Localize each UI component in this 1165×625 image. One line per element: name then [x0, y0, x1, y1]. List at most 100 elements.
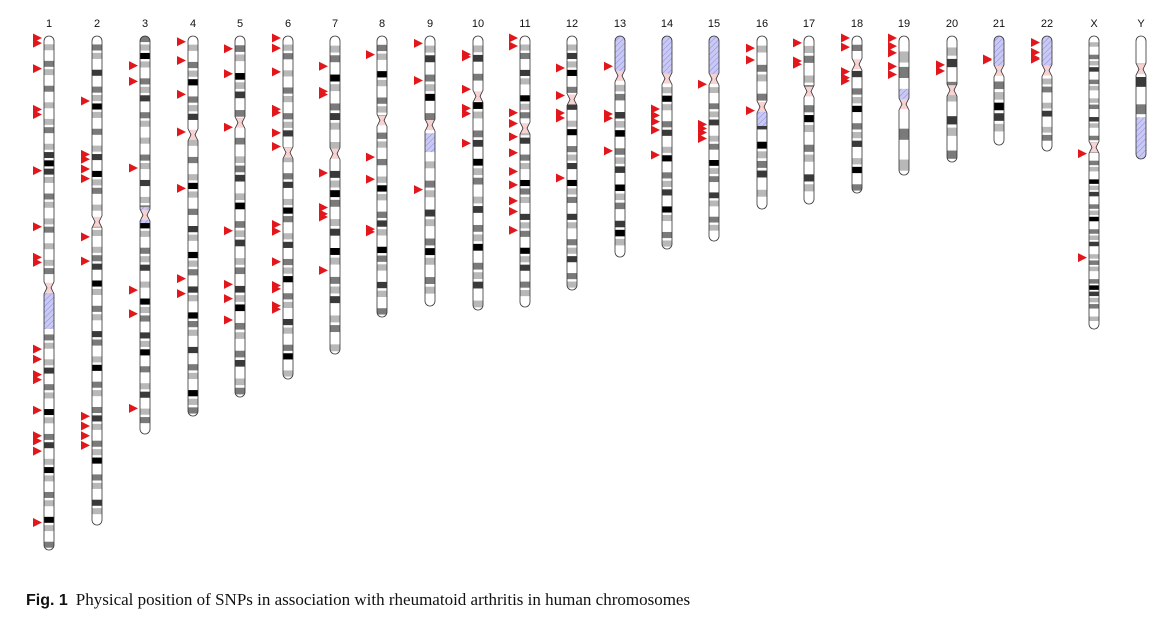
chromosome-6 [283, 36, 293, 379]
chromosome-band [473, 168, 483, 176]
chromosome-band [994, 81, 1004, 90]
chromosome-band [994, 113, 1004, 121]
centromere [994, 65, 1004, 76]
heterochromatin-region [899, 88, 909, 109]
chromosome-band [188, 234, 198, 241]
snp-marker [224, 315, 233, 325]
chromosome-band [662, 155, 672, 162]
chromosome-band [188, 407, 198, 414]
chromosome-band [188, 251, 198, 259]
snp-marker [462, 84, 471, 94]
chromosome-band [425, 209, 435, 217]
chromosome-band [425, 238, 435, 246]
chromosome-outline-8 [376, 35, 388, 318]
chromosome-body [1136, 36, 1146, 159]
chromosome-band [235, 258, 245, 265]
chromosome-band [235, 350, 245, 358]
chromosome-band [520, 230, 530, 237]
chromosome-band [662, 95, 672, 102]
chromosome-band [92, 111, 102, 118]
chromosome-band [852, 184, 862, 191]
chromosome-body [852, 36, 862, 193]
snp-marker [81, 256, 90, 266]
chromosome-band [283, 216, 293, 223]
chromosome-outline-y [1135, 35, 1147, 160]
chromosome-band [92, 305, 102, 312]
snp-marker [272, 33, 281, 43]
chromosome-band [473, 224, 483, 232]
chromosome-label-18: 18 [851, 18, 863, 30]
chromosome-label-14: 14 [661, 18, 673, 30]
chromosome-band [283, 53, 293, 60]
chromosome-band [330, 142, 340, 149]
snp-marker [33, 222, 42, 232]
chromosome-band [235, 174, 245, 182]
chromosome-band [283, 353, 293, 360]
snp-marker [272, 128, 281, 138]
chromosome-band [92, 154, 102, 161]
centromere [947, 85, 957, 96]
chromosome-band [994, 102, 1004, 111]
snp-marker [33, 38, 42, 48]
chromosome-band [709, 119, 719, 126]
chromosome-band [283, 113, 293, 120]
snp-marker [129, 163, 138, 173]
chromosome-band [283, 258, 293, 266]
chromosome-band [235, 91, 245, 99]
chromosome-band [235, 45, 245, 52]
chromosome-band [377, 185, 387, 192]
chromosome-outline-10 [472, 35, 484, 311]
chromosome-band [188, 321, 198, 328]
snp-marker [129, 309, 138, 319]
chromosome-8 [377, 36, 387, 317]
chromosome-band [283, 344, 293, 351]
snp-marker [224, 226, 233, 236]
chromosome-band [235, 387, 245, 395]
snp-marker [81, 154, 90, 164]
chromosome-band [92, 187, 102, 194]
chromosome-band [709, 216, 719, 223]
chromosome-band [425, 161, 435, 169]
chromosome-15 [709, 36, 719, 241]
chromosome-band [709, 200, 719, 207]
chromosome-band [473, 206, 483, 213]
centromere [567, 94, 577, 105]
chromosome-band [140, 52, 150, 60]
chromosome-band [92, 314, 102, 321]
chromosome-band [425, 84, 435, 92]
snp-marker [33, 405, 42, 415]
chromosome-band [140, 179, 150, 187]
chromosome-band [899, 66, 909, 79]
chromosome-band [615, 112, 625, 119]
chromosome-label-7: 7 [332, 18, 338, 30]
chromosome-band [283, 207, 293, 214]
snp-marker [509, 196, 518, 206]
chromosome-band [44, 433, 54, 440]
chromosome-16 [757, 36, 767, 209]
chromosome-band [1089, 60, 1099, 66]
snp-marker [509, 132, 518, 142]
chromosome-body [425, 36, 435, 306]
chromosome-band [44, 118, 54, 125]
snp-marker [81, 174, 90, 184]
chromosome-band [377, 44, 387, 52]
chromosome-label-5: 5 [237, 18, 243, 30]
chromosome-band [92, 204, 102, 211]
chromosome-band [473, 243, 483, 251]
snp-marker [698, 79, 707, 89]
chromosome-band [377, 141, 387, 148]
chromosome-band [567, 146, 577, 153]
chromosome-band [473, 130, 483, 138]
chromosome-band [520, 281, 530, 288]
chromosome-band [425, 190, 435, 198]
chromosome-band [92, 229, 102, 236]
chromosome-label-17: 17 [803, 18, 815, 30]
chromosome-band [947, 116, 957, 125]
chromosome-band [473, 272, 483, 280]
chromosome-band [44, 152, 54, 159]
chromosome-band [330, 257, 340, 265]
chromosome-band [662, 231, 672, 239]
chromosome-band [1089, 123, 1099, 128]
snp-marker [81, 411, 90, 421]
